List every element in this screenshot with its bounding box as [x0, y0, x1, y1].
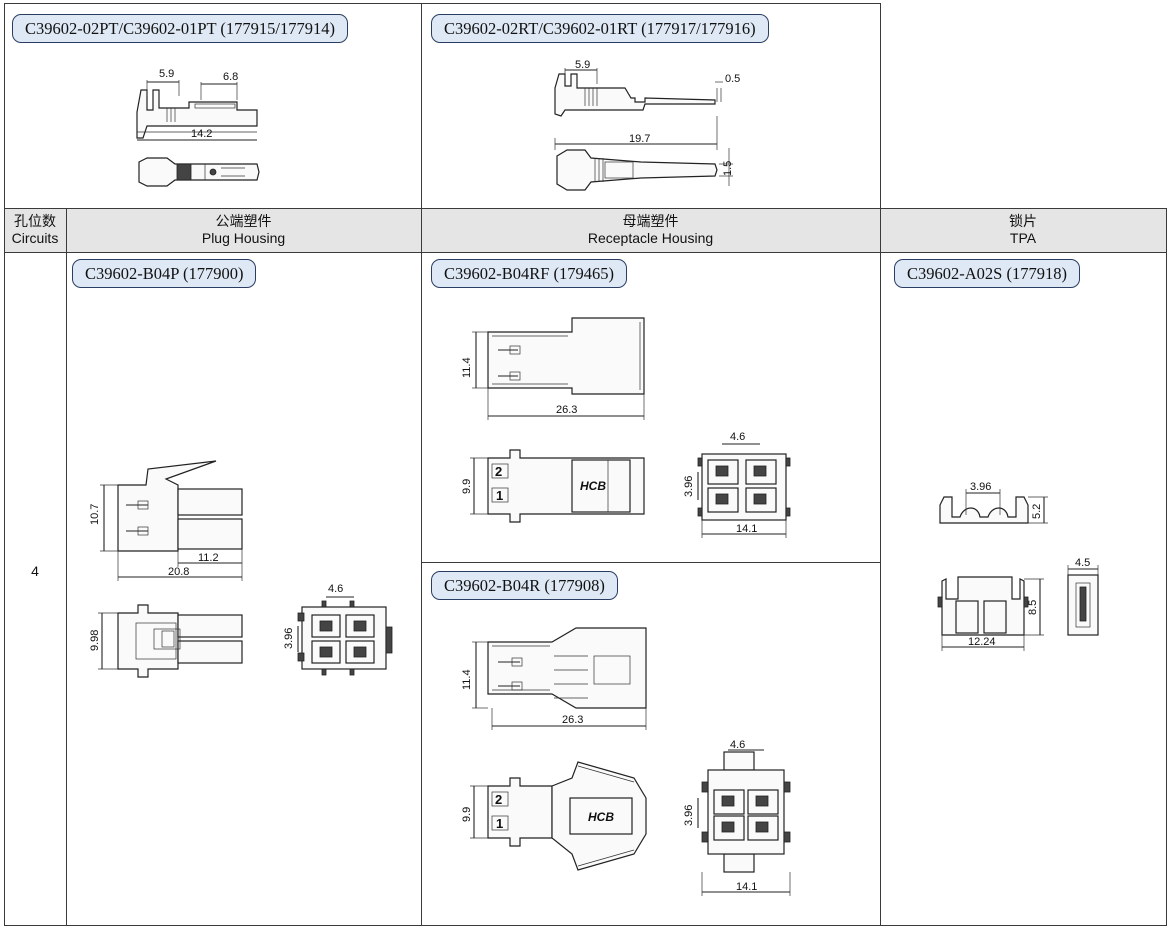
- grid-line: [4, 925, 1167, 926]
- receptacle-rf-dim-pitch: 4.6: [730, 431, 745, 443]
- plug-terminal-dim-a: 5.9: [159, 68, 174, 80]
- tpa-dim-w2: 4.5: [1075, 557, 1090, 569]
- receptacle-r-dim-pitch-v: 3.96: [683, 805, 695, 826]
- receptacle-rf-part-number: C39602-B04RF (179465): [431, 259, 628, 288]
- receptacle-rf-dim-pitch-v: 3.96: [683, 476, 695, 497]
- receptacle-terminal-dim-len: 19.7: [629, 133, 650, 145]
- receptacle-rf-dim-w: 26.3: [556, 404, 577, 416]
- header-circuits-cn: 孔位数: [14, 213, 56, 229]
- plug-terminal-dim-len: 14.2: [191, 128, 212, 140]
- header-circuits-en: Circuits: [11, 230, 59, 246]
- grid-line: [421, 3, 422, 926]
- plug-housing-part-number: C39602-B04P (177900): [72, 259, 257, 288]
- plug-housing-drawing: 10.7 11.2 20.8 9.98 4.6 3.96: [89, 460, 393, 678]
- header-receptacle-housing: 母端塑件 Receptacle Housing: [421, 213, 880, 247]
- receptacle-r-mark-2: 2: [495, 792, 502, 807]
- receptacle-r-dim-pitch: 4.6: [730, 739, 745, 751]
- plug-housing-dim-h2: 9.98: [89, 630, 101, 651]
- receptacle-r-mark-1: 1: [496, 816, 503, 831]
- header-plug-cn: 公端塑件: [215, 213, 272, 229]
- receptacle-r-drawing: 11.4 26.3 2 1 HCB 9.9 4.6 3.96 14.1: [461, 627, 791, 896]
- receptacle-rf-dim-h: 11.4: [461, 357, 473, 378]
- receptacle-terminal-dim-tip: 0.5: [725, 73, 740, 85]
- grid-line: [4, 208, 1167, 209]
- receptacle-rf-dim-h2: 9.9: [461, 479, 473, 494]
- receptacle-terminal-drawing: 5.9 0.5 19.7 1.5: [554, 59, 740, 191]
- header-receptacle-cn: 母端塑件: [622, 213, 679, 229]
- plug-housing-dim-pitch: 4.6: [328, 583, 343, 595]
- header-tpa: 锁片 TPA: [880, 213, 1166, 247]
- plug-housing-dim-w2: 20.8: [168, 566, 189, 578]
- plug-housing-dim-pitch-v: 3.96: [283, 628, 295, 649]
- grid-line: [1166, 208, 1167, 926]
- plug-terminal-part-number: C39602-02PT/C39602-01PT (177915/177914): [12, 14, 348, 43]
- receptacle-rf-mark-1: 1: [496, 488, 503, 503]
- receptacle-r-dim-h: 11.4: [461, 669, 473, 690]
- receptacle-rf-drawing: 11.4 26.3 2 1 HCB 9.9 4.6 3.96 14.1: [461, 317, 791, 538]
- receptacle-r-dim-w: 26.3: [562, 714, 583, 726]
- receptacle-terminal-dim-a: 5.9: [575, 59, 590, 71]
- tpa-part-number: C39602-A02S (177918): [894, 259, 1080, 288]
- grid-line: [4, 3, 5, 926]
- header-plug-housing: 公端塑件 Plug Housing: [66, 213, 421, 247]
- tpa-dim-w: 12.24: [968, 636, 996, 648]
- header-tpa-en: TPA: [1009, 230, 1037, 246]
- tpa-dim-pitch: 3.96: [970, 481, 991, 493]
- header-receptacle-en: Receptacle Housing: [587, 230, 714, 246]
- grid-line: [4, 252, 1167, 253]
- plug-terminal-drawing: 5.9 6.8 14.2: [136, 68, 260, 187]
- receptacle-r-dim-h2: 9.9: [461, 807, 473, 822]
- header-circuits: 孔位数 Circuits: [4, 213, 66, 247]
- plug-housing-dim-h: 10.7: [89, 504, 101, 525]
- grid-line: [4, 3, 881, 4]
- circuits-value: 4: [31, 563, 39, 579]
- receptacle-terminal-dim-h: 1.5: [722, 161, 734, 176]
- receptacle-rf-brand: HCB: [580, 479, 606, 493]
- grid-line: [66, 208, 67, 926]
- tpa-dim-h2: 8.5: [1027, 600, 1039, 615]
- grid-line: [421, 562, 881, 563]
- header-plug-en: Plug Housing: [201, 230, 286, 246]
- receptacle-rf-dim-w2: 14.1: [736, 523, 757, 535]
- tpa-dim-h: 5.2: [1031, 504, 1043, 519]
- receptacle-r-dim-w2: 14.1: [736, 881, 757, 893]
- receptacle-terminal-part-number: C39602-02RT/C39602-01RT (177917/177916): [431, 14, 769, 43]
- grid-line: [880, 3, 881, 926]
- receptacle-r-brand: HCB: [588, 810, 614, 824]
- receptacle-r-part-number: C39602-B04R (177908): [431, 571, 618, 600]
- plug-housing-dim-w1: 11.2: [198, 552, 219, 564]
- plug-terminal-dim-b: 6.8: [223, 71, 238, 83]
- tpa-drawing: 3.96 5.2 8.5 12.24 4.5: [937, 481, 1099, 651]
- header-tpa-cn: 锁片: [1009, 213, 1037, 229]
- header-row-background: [4, 208, 1167, 252]
- receptacle-rf-mark-2: 2: [495, 464, 502, 479]
